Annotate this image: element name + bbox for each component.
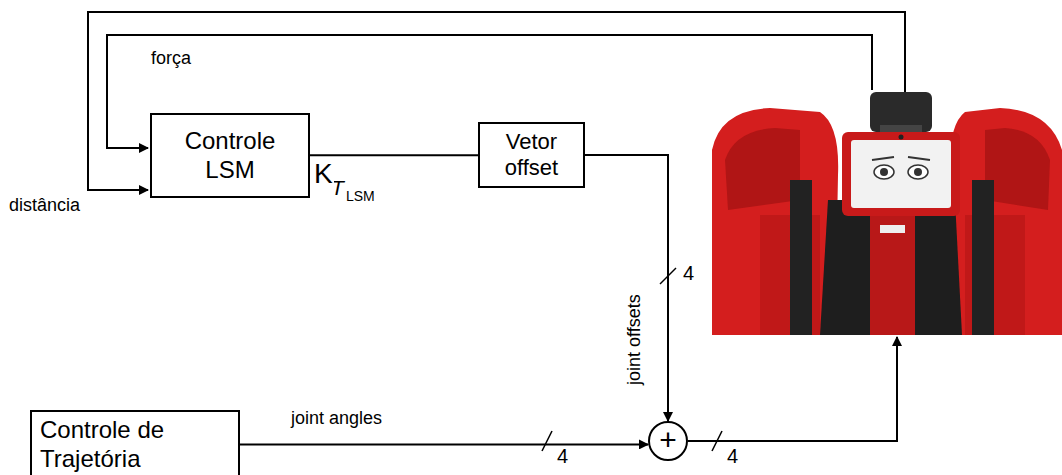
edge-label: joint angles xyxy=(290,408,383,429)
bus-width: 4 xyxy=(726,445,739,468)
edge-label: joint offsets xyxy=(624,293,645,386)
feedback-wire xyxy=(88,12,905,190)
bus-slash xyxy=(712,431,722,451)
robot-illustration xyxy=(712,92,1062,335)
signal-connector xyxy=(585,155,668,421)
signal-connector xyxy=(240,443,648,445)
signal-connector xyxy=(310,154,478,156)
box-label: Controle LSM xyxy=(162,127,298,185)
process-box: Controle de Trajetória xyxy=(30,410,240,475)
edge-label: K xyxy=(313,158,334,190)
process-box: Vetor offset xyxy=(478,122,585,188)
bus-slash xyxy=(542,431,552,451)
process-box: Controle LSM xyxy=(150,113,310,198)
signal-name: distância xyxy=(8,195,81,216)
bus-width: 4 xyxy=(556,445,569,468)
bus-width: 4 xyxy=(682,262,695,285)
box-label: Controle de Trajetória xyxy=(40,416,230,474)
operator-symbol: + xyxy=(659,425,677,455)
subscript-text: LSM xyxy=(345,188,376,204)
summing-junction: + xyxy=(648,421,688,461)
box-label: Vetor offset xyxy=(486,129,577,182)
output-wire xyxy=(688,337,897,441)
signal-name: força xyxy=(150,48,192,69)
